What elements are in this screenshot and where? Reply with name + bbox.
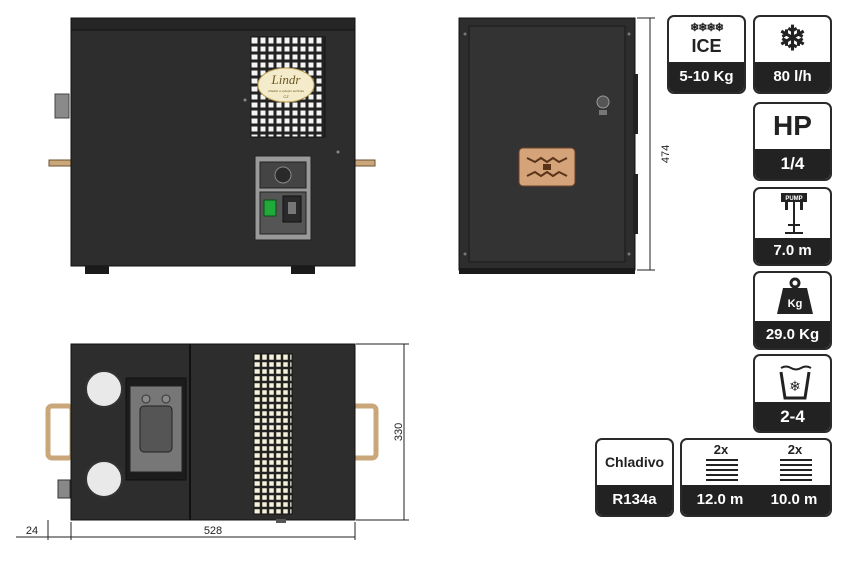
side-handle (518, 147, 576, 187)
side-view: 474 (458, 17, 672, 274)
top-fitting (57, 479, 71, 499)
spec-ice: ❄❄❄❄ ICE 5-10 Kg (667, 15, 746, 94)
spec-refrigerant: Chladivo R134a (595, 438, 674, 517)
top-opening (85, 370, 123, 408)
pump-label: PUMP (785, 196, 802, 202)
cup-snowflake-icon: ❄ (779, 365, 812, 400)
front-view: Lindr chladicí a výčepní technika CZ (48, 17, 376, 274)
pump-icon: PUMP (781, 193, 807, 234)
coil-icon (780, 459, 812, 481)
coil-count-2: 2x (787, 442, 803, 457)
refrigerant-value: R134a (597, 485, 672, 515)
spec-pump: PUMP 7.0 m (753, 187, 832, 266)
snowflakes-icon: ❄❄❄❄ (690, 22, 724, 34)
power-switch[interactable] (263, 199, 277, 217)
dim-width: 528 (204, 525, 222, 537)
top-grille (253, 353, 293, 515)
foot (291, 266, 315, 274)
coil-count-1: 2x (713, 442, 729, 457)
top-handle-right (349, 403, 379, 461)
control-panel (254, 155, 312, 241)
spec-taps: ❄ 2-4 (753, 354, 832, 433)
weight-label: Kg (788, 298, 803, 310)
coil-value-1: 12.0 m (696, 491, 744, 508)
hp-label: HP (773, 110, 812, 141)
weight-icon: Kg (777, 277, 813, 314)
side-port (596, 95, 610, 109)
logo-subtext: chladicí a výčepní technika (268, 89, 304, 93)
coil-value-2: 10.0 m (770, 491, 818, 508)
taps-value: 2-4 (755, 402, 830, 431)
dim-depth: 330 (393, 423, 405, 441)
logo-text: Lindr (271, 72, 302, 87)
logo-code: CZ (283, 94, 289, 99)
svg-text:❄: ❄ (789, 379, 801, 395)
top-view: 330 528 24 (16, 343, 409, 540)
refrigerant-label: Chladivo (604, 454, 665, 470)
snowflake-icon: ❄ (778, 20, 807, 58)
front-left-hose (48, 159, 72, 167)
spec-coils: 2x 2x 12.0 m 10.0 m (680, 438, 832, 517)
ice-value: 5-10 Kg (669, 62, 744, 92)
ice-label: ICE (691, 36, 722, 56)
pump-value: 7.0 m (755, 238, 830, 264)
weight-value: 29.0 Kg (755, 321, 830, 348)
spec-compressor: HP 1/4 (753, 102, 832, 181)
logo-badge (257, 67, 315, 103)
spec-weight: Kg 29.0 Kg (753, 271, 832, 350)
spec-capacity: ❄ 80 l/h (753, 15, 832, 94)
top-opening (85, 460, 123, 498)
dim-height: 474 (660, 145, 672, 163)
foot (85, 266, 109, 274)
front-left-port (54, 93, 70, 119)
dim-handle: 24 (26, 525, 38, 537)
hp-value: 1/4 (755, 149, 830, 179)
top-handle-left (45, 403, 75, 461)
capacity-value: 80 l/h (755, 62, 830, 92)
coil-icon (706, 459, 738, 481)
